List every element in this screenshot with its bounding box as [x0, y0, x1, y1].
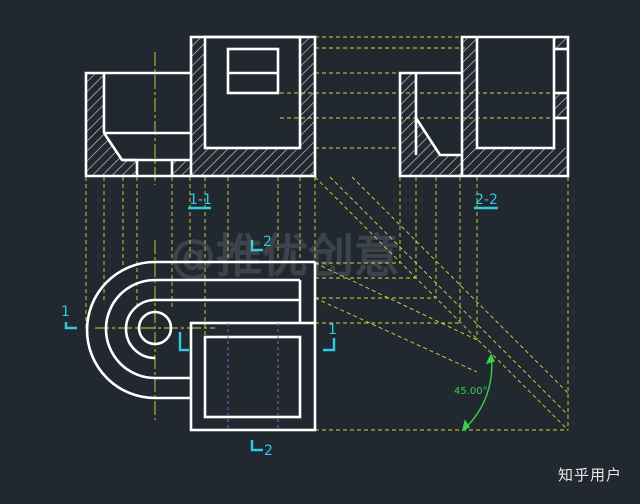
section-label-2-2: 2-2: [475, 192, 498, 208]
author-credit: 知乎用户: [557, 466, 622, 484]
cut-mark-left-1: 1: [61, 304, 70, 320]
top-plan-view: [85, 260, 317, 432]
angle-dimension-text: 45.00°: [454, 386, 488, 397]
side-section-view: [398, 35, 570, 178]
cut-mark-bottom-2: 2: [264, 443, 273, 459]
cut-plane-markers: [64, 206, 498, 452]
center-lines: [95, 52, 215, 420]
cut-mark-top-2: 2: [263, 234, 272, 250]
watermark: @推优创意: [170, 229, 400, 283]
section-label-1-1: 1-1: [189, 192, 212, 208]
front-section-view: [84, 35, 317, 178]
cut-mark-right-1: 1: [328, 322, 337, 338]
projection-lines: [85, 36, 569, 431]
hidden-lines: [227, 323, 279, 430]
angle-dimension: [461, 353, 496, 432]
